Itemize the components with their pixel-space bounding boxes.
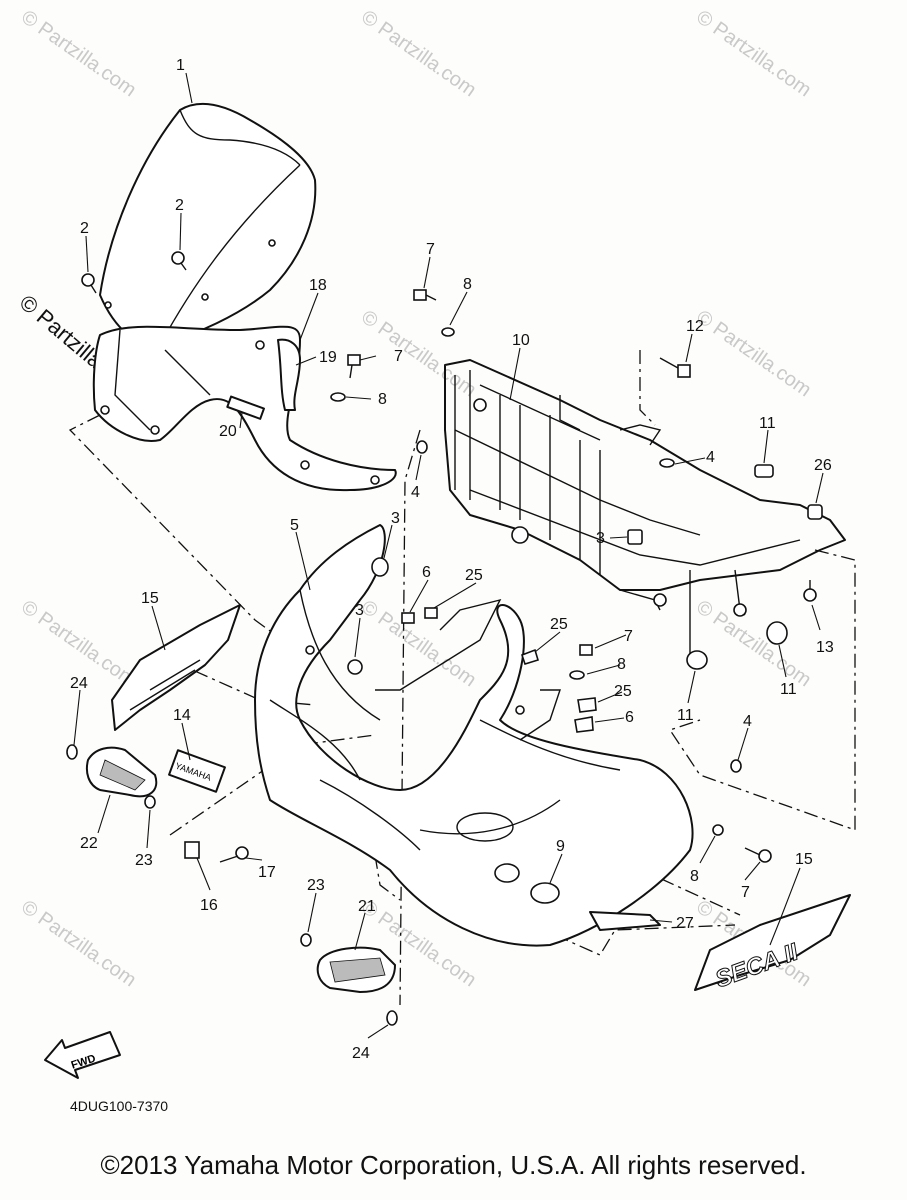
- callout-label: 8: [378, 391, 387, 408]
- side-decal-left: [111, 604, 241, 731]
- callout-label: 3: [596, 530, 605, 547]
- watermark: © Partzilla.com: [357, 596, 480, 691]
- callout-label: 4: [411, 484, 420, 501]
- callout-label: 4: [706, 449, 715, 466]
- callout-label: 5: [290, 517, 299, 534]
- callout-label: 6: [422, 564, 431, 581]
- callout-label: 15: [795, 851, 813, 868]
- right-air-duct: [316, 946, 396, 993]
- callout-label: 22: [80, 835, 98, 852]
- callout-label: 13: [816, 639, 834, 656]
- callout-label: 8: [690, 868, 699, 885]
- callout-label: 7: [624, 628, 633, 645]
- front-cowling: [254, 524, 694, 947]
- callout-label: 16: [200, 897, 218, 914]
- callout-label: 18: [309, 277, 327, 294]
- exploded-parts-diagram: © Partzilla.com © Partzilla.com © Partzi…: [15, 6, 856, 1079]
- callout-label: 11: [759, 415, 776, 432]
- watermark: © Partzilla.com: [357, 6, 480, 101]
- callout-label: 24: [352, 1045, 370, 1062]
- watermark: © Partzilla.com: [692, 6, 815, 101]
- callout-label: 8: [463, 276, 472, 293]
- watermark: © Partzilla.com: [17, 6, 140, 101]
- callout-label: 14: [173, 707, 191, 724]
- callout-label: 25: [465, 567, 483, 584]
- callout-label: 25: [550, 616, 568, 633]
- callout-label: 2: [175, 197, 184, 214]
- inner-panel: [92, 325, 397, 492]
- callout-label: 25: [614, 683, 632, 700]
- callout-label: 3: [391, 510, 400, 527]
- leader-lines: [73, 72, 824, 1039]
- callout-label: 6: [625, 709, 634, 726]
- callout-label: 11: [677, 707, 694, 724]
- callout-label: 26: [814, 457, 832, 474]
- callout-label: 15: [141, 590, 159, 607]
- watermark: © Partzilla.com: [692, 306, 815, 401]
- watermark: © Partzilla.com: [692, 596, 815, 691]
- copyright-notice: ©2013 Yamaha Motor Corporation, U.S.A. A…: [100, 1150, 807, 1180]
- left-air-duct: [85, 746, 158, 798]
- callout-label: 23: [307, 877, 325, 894]
- callout-label: 4: [743, 713, 752, 730]
- watermark: © Partzilla.com: [17, 896, 140, 991]
- callout-label: 7: [426, 241, 435, 258]
- callout-label: 21: [358, 898, 376, 915]
- callout-label: 9: [556, 838, 565, 855]
- callout-label: 10: [512, 332, 530, 349]
- callout-label: 12: [686, 318, 704, 335]
- under-cover: [589, 911, 661, 931]
- diagram-code: 4DUG100-7370: [70, 1098, 169, 1114]
- callout-label: 11: [780, 681, 797, 698]
- callout-label: 17: [258, 864, 276, 881]
- windshield: [99, 102, 317, 347]
- callout-label: 19: [319, 349, 337, 366]
- hardware: [66, 251, 823, 1026]
- callout-label: 7: [741, 884, 750, 901]
- callout-label: 1: [176, 57, 185, 74]
- callout-label: 23: [135, 852, 153, 869]
- callout-label: 3: [355, 602, 364, 619]
- callout-label: 2: [80, 220, 89, 237]
- fwd-arrow-icon: FWD: [44, 1031, 121, 1079]
- callout-label: 8: [617, 656, 626, 673]
- callout-label: 27: [676, 915, 694, 932]
- yamaha-decal: YAMAHA: [168, 749, 226, 793]
- callout-label: 7: [394, 348, 403, 365]
- fairing-stay-frame: [444, 359, 846, 660]
- callout-label: 24: [70, 675, 88, 692]
- callout-label: 20: [219, 423, 237, 440]
- callout-labels: 1 2 2 18 19 7 8 20 7 8 10 12 4 4 11 26 3…: [70, 57, 834, 1062]
